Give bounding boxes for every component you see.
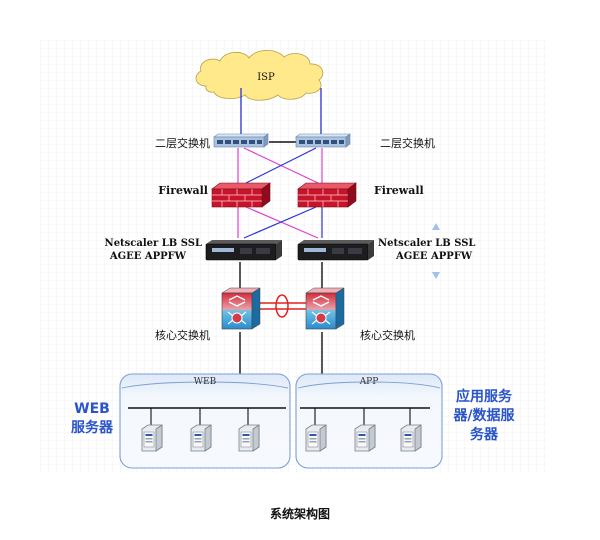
core-switch-left-label: 核心交换机 (155, 329, 210, 342)
netscaler-left-label-line1: Netscaler LB SSL (104, 238, 202, 249)
web-servers-label: WEB 服务器 (64, 400, 120, 438)
arrow-down-icon (432, 272, 440, 279)
server-buses (128, 407, 430, 425)
firewall-left-label: Firewall (158, 184, 208, 197)
web-zone-label: WEB (193, 377, 217, 387)
app-servers-label-line2: 器/数据服 (453, 408, 515, 424)
app-zone (295, 373, 443, 469)
l2-switch-left-icon (213, 133, 269, 148)
web-servers-label-line2: 服务器 (71, 420, 113, 436)
app-servers-label: 应用服务 器/数据服 务器 (446, 388, 522, 445)
l2-switch-left-label: 二层交换机 (155, 137, 210, 150)
app-zone-label: APP (359, 377, 379, 387)
link-fwleft-nsright (245, 206, 319, 239)
netscaler-left-icon (205, 239, 283, 261)
firewall-left-icon (211, 182, 271, 208)
netscaler-right-label-line2: AGEE APPFW (396, 251, 473, 262)
web-servers-label-line1: WEB (74, 401, 110, 417)
app-server-1-icon (305, 424, 327, 452)
firewall-right-label: Firewall (374, 184, 424, 197)
core-switch-left-icon (221, 287, 261, 330)
isp-label: ISP (257, 72, 275, 83)
netscaler-left-label-line2: AGEE APPFW (109, 251, 186, 262)
link-fwright-nsleft (243, 206, 317, 239)
app-servers-label-line3: 务器 (470, 427, 498, 443)
app-servers-label-line1: 应用服务 (456, 389, 512, 405)
netscaler-right-icon (297, 239, 375, 261)
web-zone (119, 373, 291, 469)
isp-cloud (195, 49, 324, 101)
link-l2right-fwleft (245, 147, 317, 184)
web-server-3-icon (238, 424, 260, 452)
core-switch-right-icon (305, 287, 345, 330)
l2-switch-right-icon (295, 133, 351, 148)
firewall-right-icon (297, 182, 357, 208)
app-server-2-icon (354, 424, 376, 452)
link-aggregation-ring (275, 294, 289, 318)
diagram-caption: 系统架构图 (269, 507, 330, 521)
arrow-up-icon (432, 223, 440, 230)
netscaler-right-label-line1: Netscaler LB SSL (378, 238, 476, 249)
web-server-2-icon (190, 424, 212, 452)
app-server-3-icon (400, 424, 422, 452)
core-switch-right-label: 核心交换机 (360, 329, 415, 342)
l2-switch-right-label: 二层交换机 (380, 137, 435, 150)
web-server-1-icon (141, 424, 163, 452)
